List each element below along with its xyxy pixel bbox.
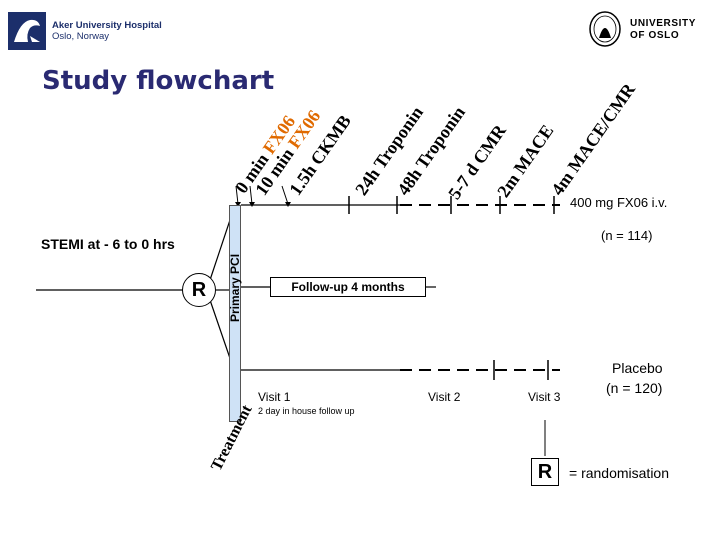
primary-pci-label: Primary PCI (228, 253, 242, 322)
visit1-label: Visit 1 (258, 390, 291, 404)
randomisation-node: R (182, 273, 216, 307)
visit2-label: Visit 2 (428, 390, 461, 404)
fx06-arm-label: 400 mg FX06 i.v. (570, 195, 668, 210)
primary-pci-bar (229, 205, 241, 422)
legend-randomisation-symbol: R (531, 458, 559, 486)
hospital-name: Aker University Hospital (52, 20, 162, 31)
aker-logo-icon (8, 12, 46, 50)
placebo-label: Placebo (612, 360, 663, 376)
arrow-10min (249, 185, 253, 205)
university-oslo-logo: UNIVERSITY OF OSLO (588, 10, 714, 50)
university-name-line2: OF OSLO (630, 30, 680, 41)
hospital-location: Oslo, Norway (52, 31, 110, 42)
visit3-label: Visit 3 (528, 390, 561, 404)
fx06-arm-count: (n = 114) (601, 228, 653, 243)
arrow-0min (235, 185, 239, 205)
aker-hospital-logo: Aker University Hospital Oslo, Norway (8, 10, 178, 54)
stemi-label: STEMI at - 6 to 0 hrs (41, 236, 175, 252)
followup-box: Follow-up 4 months (270, 277, 426, 297)
visit1-note: 2 day in house follow up (258, 406, 355, 416)
legend-randomisation-text: = randomisation (569, 465, 670, 481)
university-name-line1: UNIVERSITY (630, 18, 697, 29)
arrow-1-5h (281, 185, 289, 205)
university-seal-icon (589, 11, 621, 47)
page-title: Study flowchart (42, 66, 275, 96)
placebo-count: (n = 120) (606, 380, 663, 396)
